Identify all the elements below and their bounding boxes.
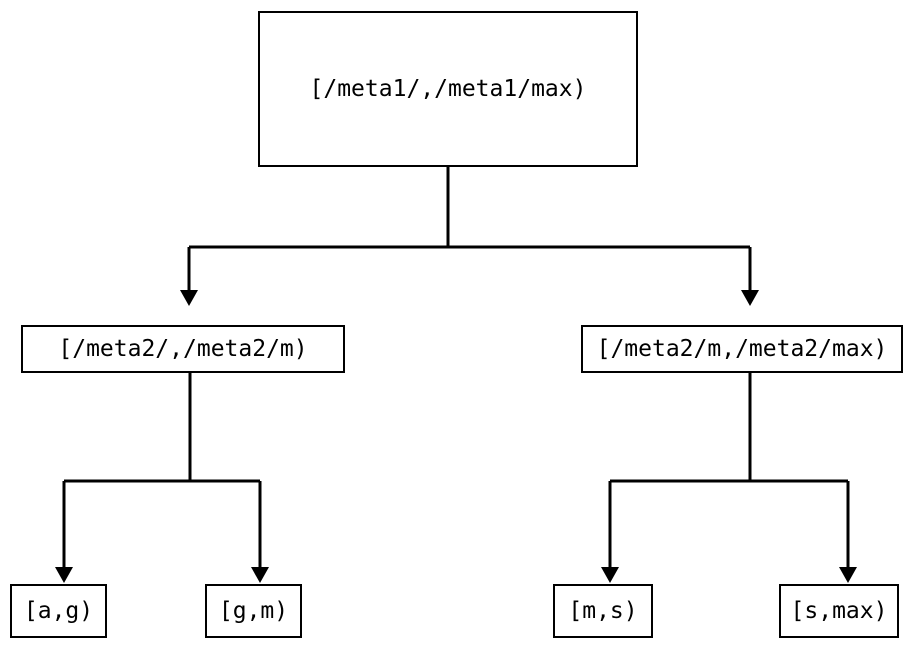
tree-node-leaf-3[interactable]: [s,max) — [779, 584, 899, 638]
tree-node-leaf-0-label: [a,g) — [23, 597, 94, 624]
tree-node-leaf-1-label: [g,m) — [218, 597, 289, 624]
arrowhead-icon-leaf-0 — [55, 567, 73, 583]
arrowhead-icon-mid-right — [741, 290, 759, 306]
tree-node-root-label: [/meta1/,/meta1/max) — [309, 75, 587, 102]
arrowhead-icon-leaf-2 — [601, 567, 619, 583]
tree-node-leaf-1[interactable]: [g,m) — [205, 584, 302, 638]
tree-node-leaf-2[interactable]: [m,s) — [553, 584, 653, 638]
tree-node-mid-right[interactable]: [/meta2/m,/meta2/max) — [581, 325, 903, 373]
tree-node-root[interactable]: [/meta1/,/meta1/max) — [258, 11, 638, 167]
tree-node-leaf-2-label: [m,s) — [568, 597, 638, 624]
arrowhead-icon-leaf-1 — [251, 567, 269, 583]
tree-node-mid-right-label: [/meta2/m,/meta2/max) — [596, 335, 888, 362]
tree-node-mid-left[interactable]: [/meta2/,/meta2/m) — [21, 325, 345, 373]
arrowhead-icon-mid-left — [180, 290, 198, 306]
tree-node-leaf-0[interactable]: [a,g) — [10, 584, 107, 638]
tree-node-mid-left-label: [/meta2/,/meta2/m) — [58, 335, 308, 362]
arrowhead-icon-leaf-3 — [839, 567, 857, 583]
tree-node-leaf-3-label: [s,max) — [790, 597, 888, 624]
